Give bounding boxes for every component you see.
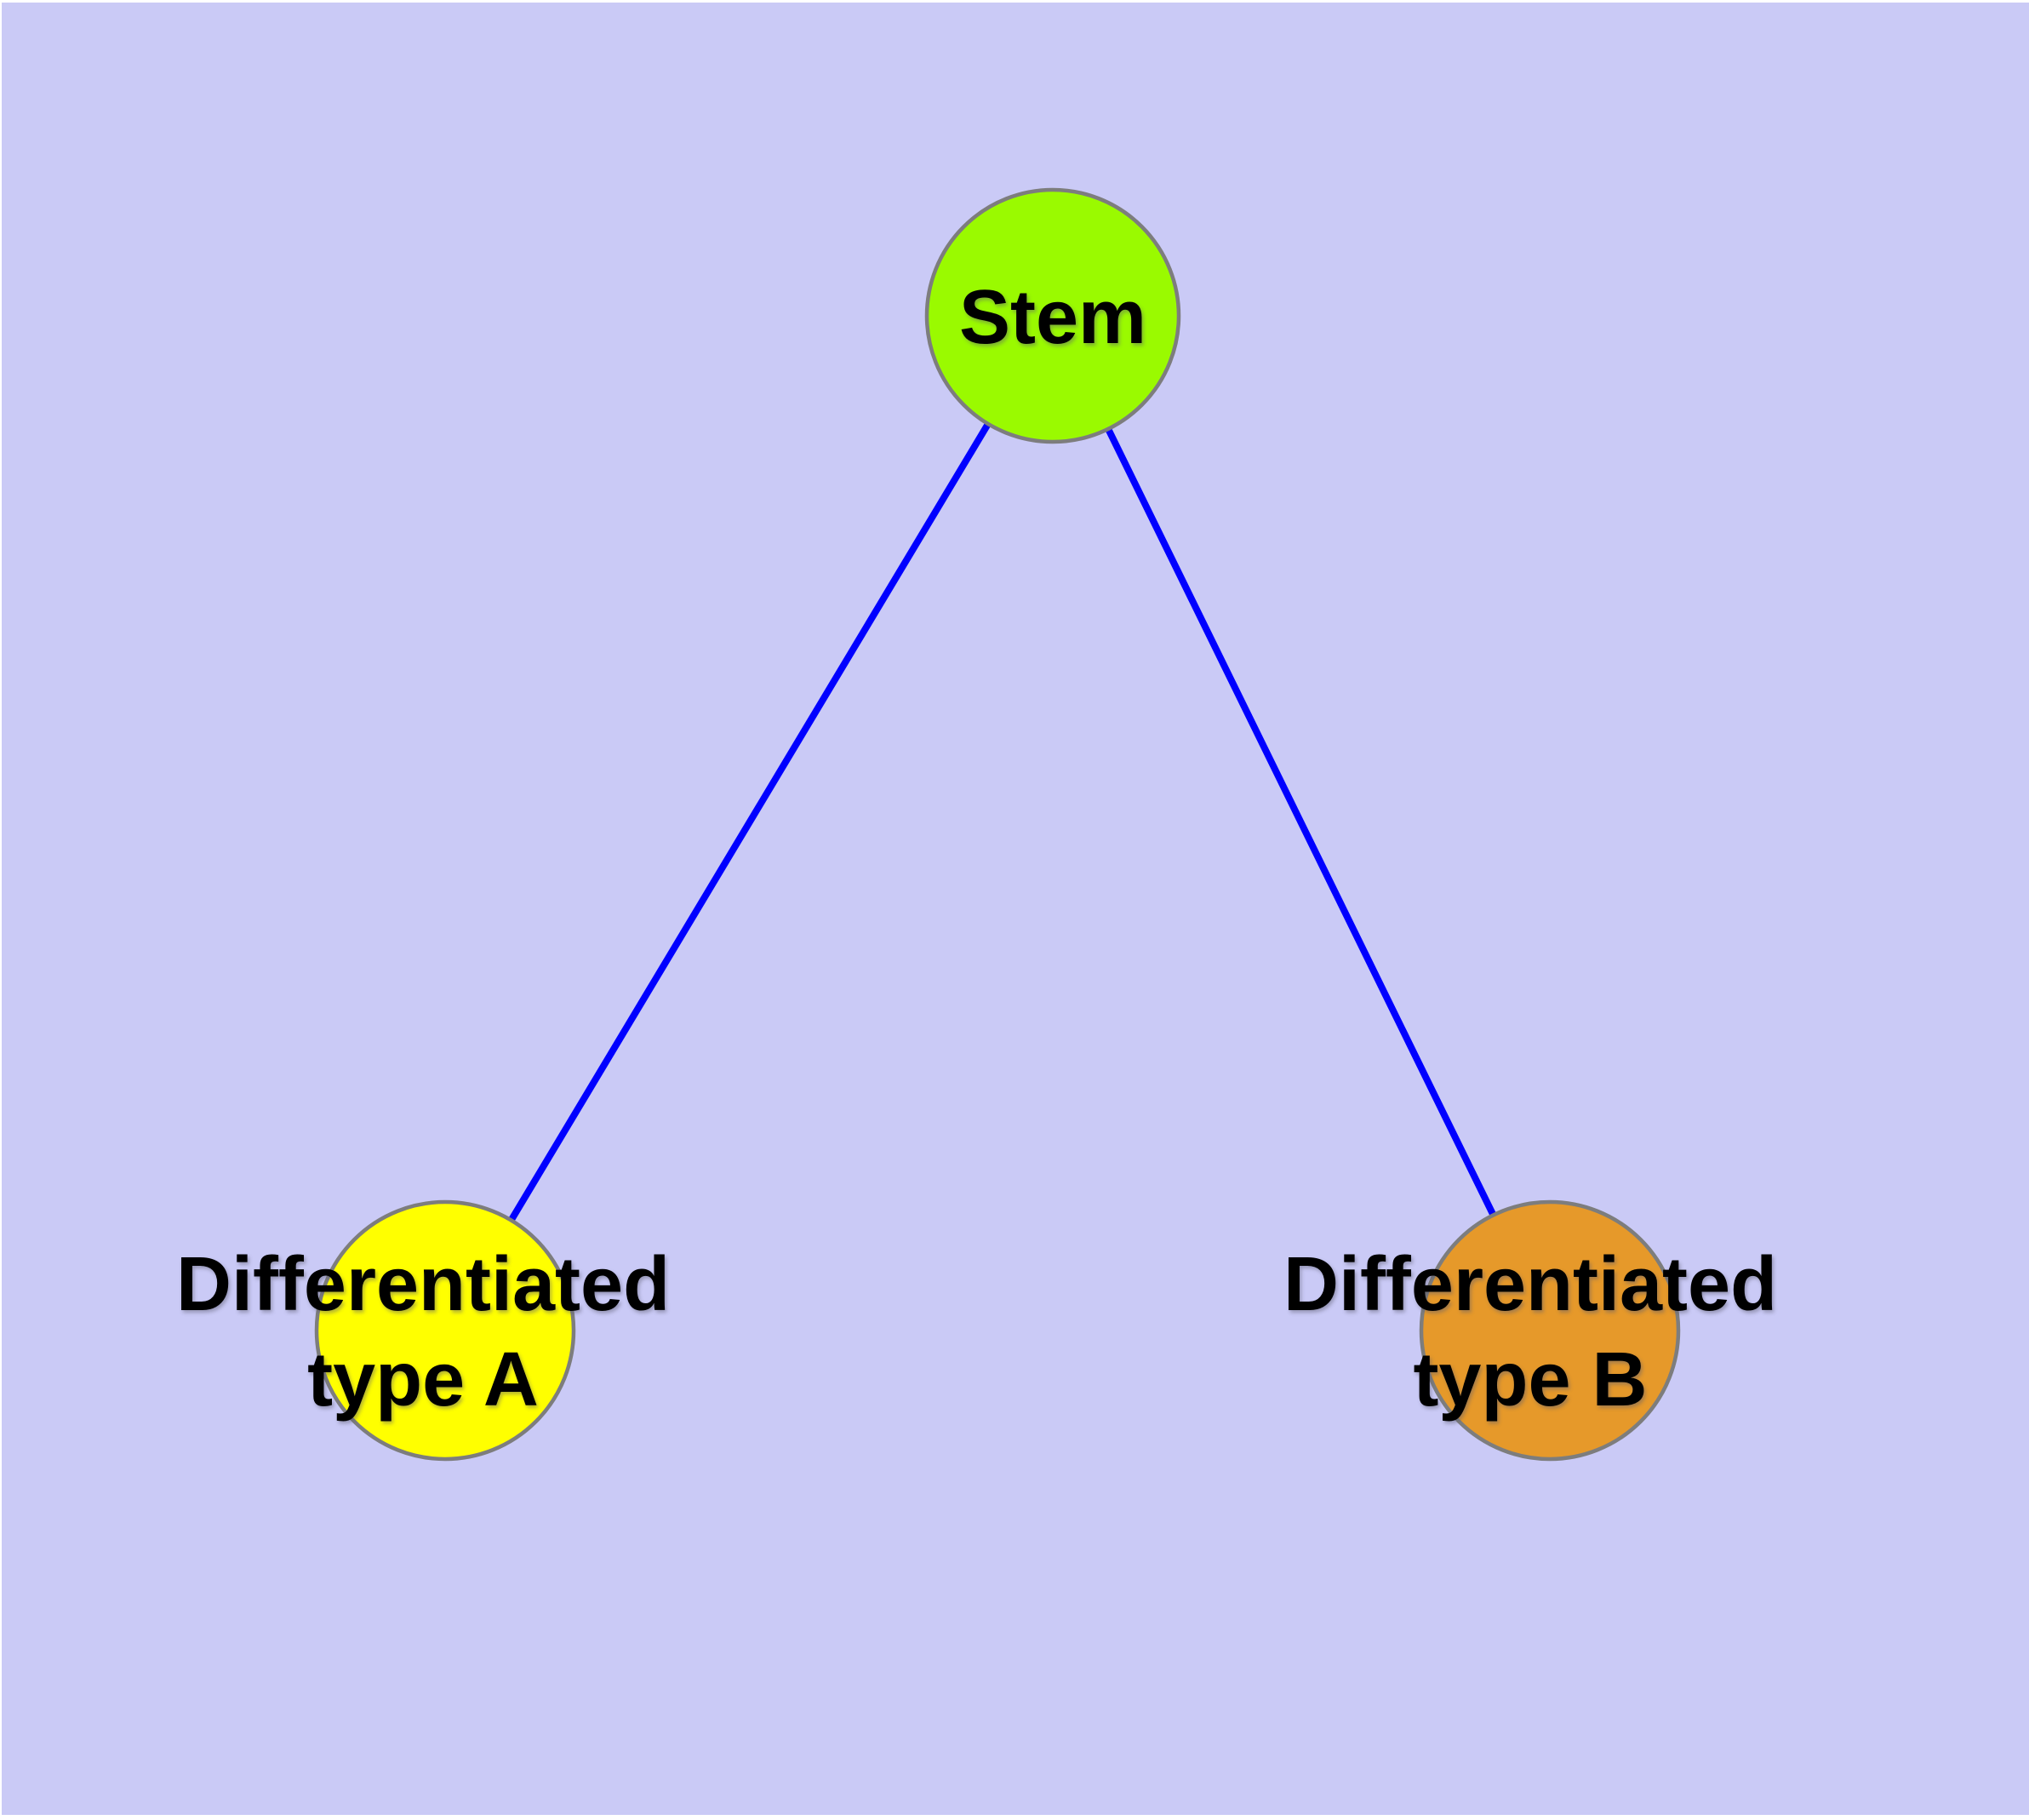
node-differentiated-type-a: [314, 1199, 576, 1462]
node-stem: [924, 187, 1181, 444]
edge-stem-to-type-b: [1049, 314, 1553, 1332]
node-differentiated-type-b: [1419, 1199, 1681, 1462]
edge-stem-to-type-a: [442, 313, 1056, 1333]
